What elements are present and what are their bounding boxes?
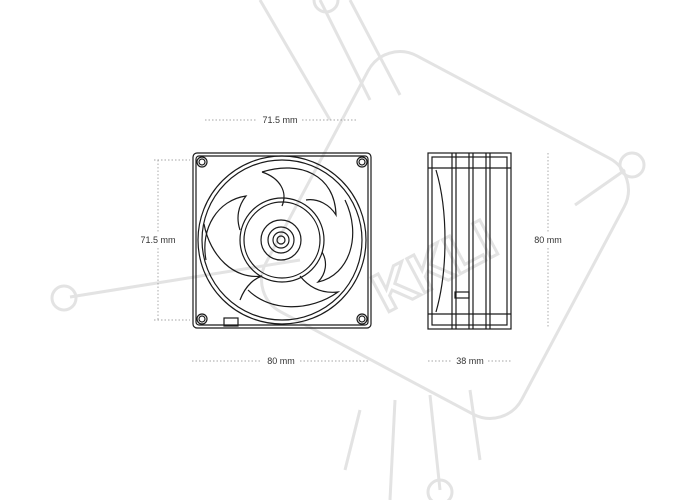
watermark-ray	[343, 409, 362, 471]
venturi-ring-inner	[201, 159, 363, 321]
side-venturi-curve	[435, 169, 446, 313]
mounting-hole-inner	[358, 158, 366, 166]
watermark-ray	[348, 0, 402, 96]
mounting-hole-icon	[356, 313, 368, 325]
fan-blade	[261, 167, 337, 218]
watermark-ray	[388, 399, 397, 500]
watermark-node	[50, 284, 78, 312]
hub-motor	[260, 219, 302, 261]
fan-blade-edge	[239, 275, 263, 301]
watermark-ray	[574, 168, 626, 207]
watermark	[50, 0, 646, 500]
wire-exit	[223, 317, 239, 327]
mounting-hole-icon	[196, 156, 208, 168]
mounting-hole-icon	[356, 156, 368, 168]
watermark-ray	[428, 394, 442, 491]
mounting-hole-icon	[196, 313, 208, 325]
dimension-lines	[154, 119, 549, 362]
hub-rim	[243, 201, 321, 279]
watermark-ray	[258, 0, 332, 121]
watermark-ray	[318, 0, 372, 101]
dim-label-front-width: 71.5 mm	[262, 115, 297, 125]
watermark-node	[618, 151, 646, 179]
dim-label-front-bottom: 80 mm	[267, 356, 295, 366]
watermark-node	[312, 0, 340, 14]
hub-outer	[239, 197, 325, 283]
watermark-ray	[69, 258, 301, 299]
front-view	[192, 152, 372, 329]
side-label-tab	[454, 291, 470, 299]
hub-shaft	[272, 231, 290, 249]
venturi-ring-outer	[197, 155, 367, 325]
dim-label-side-depth: 38 mm	[456, 356, 484, 366]
hub-shaft-center	[276, 235, 286, 245]
mounting-hole-inner	[198, 158, 206, 166]
watermark-node	[426, 478, 454, 500]
mounting-hole-inner	[198, 315, 206, 323]
hub-bearing	[267, 226, 295, 254]
mounting-hole-inner	[358, 315, 366, 323]
dim-label-front-height: 71.5 mm	[140, 235, 175, 245]
front-frame-outer	[192, 152, 372, 329]
fan-blade	[247, 275, 341, 308]
watermark-frame	[260, 50, 630, 420]
fan-blade-edge	[203, 223, 263, 277]
dim-label-side-height: 80 mm	[534, 235, 562, 245]
side-view	[427, 152, 512, 330]
fan-blade	[316, 199, 354, 284]
fan-blade	[204, 195, 248, 261]
watermark-ray	[468, 389, 482, 461]
watermark-text: KKLI	[362, 207, 507, 324]
